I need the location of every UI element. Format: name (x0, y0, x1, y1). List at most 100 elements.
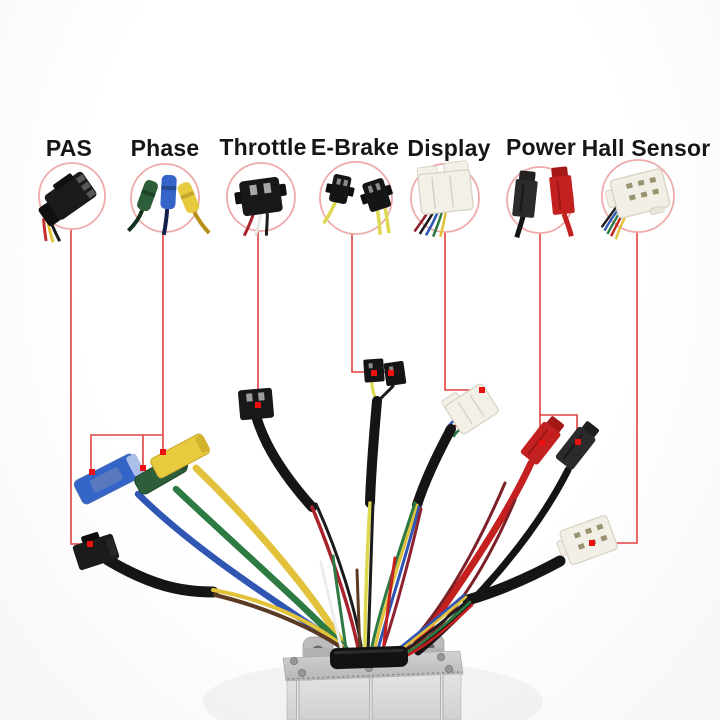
ebrake-right-wire2 (383, 207, 391, 234)
pas-pin-1 (75, 174, 86, 184)
dot-power-black (575, 439, 581, 445)
phase-green-band (141, 188, 156, 198)
circle-pas (38, 162, 106, 230)
ebrake-right-slot1 (367, 185, 374, 194)
display-harness-connector (441, 383, 499, 435)
hall-harness-housing (559, 515, 618, 565)
throttle-pin-slot-1 (249, 184, 258, 196)
display-sleeve (412, 424, 456, 510)
harness-wires (102, 381, 572, 662)
circle-throttle (226, 162, 296, 232)
ebrake-harness-slot-1 (368, 363, 373, 369)
ebrake-harness-plug-2 (383, 360, 407, 387)
ebrake-left-wire (322, 200, 338, 225)
hall-green-lead (403, 600, 472, 656)
display-housing (417, 169, 474, 215)
hall-harness-connector (556, 515, 618, 565)
pas-housing (44, 171, 97, 220)
dot-phase-green (140, 465, 146, 471)
ebrake-left-housing (329, 174, 352, 205)
label-power: Power (505, 134, 577, 160)
dot-hall (589, 540, 595, 546)
ebrake-right-slot2 (375, 182, 382, 191)
label-display: Display (407, 135, 491, 161)
phase-blue-tip (126, 453, 145, 477)
display-connector-closeup (413, 160, 474, 238)
throttle-pin-slot-2 (263, 182, 272, 194)
leader-ebrake (351, 234, 388, 373)
ebrake-black-lead (366, 501, 375, 655)
throttle-housing (239, 176, 283, 217)
ebrake-plug-right (360, 178, 393, 236)
ebrake-right-housing (362, 178, 392, 212)
dot-throttle (255, 402, 261, 408)
display-red-lead (379, 507, 423, 656)
ebrake-plug-left (322, 174, 355, 225)
power-red-wire (561, 213, 574, 237)
dot-ebrake-2 (388, 370, 394, 376)
cable-grommet (329, 645, 409, 670)
phase-blue-inner (89, 467, 123, 493)
display-green-lead (369, 501, 417, 654)
power-plug-red (549, 166, 575, 237)
pas-sleeve (102, 554, 219, 598)
filler-brown-wire (355, 568, 362, 658)
power-red-housing (549, 175, 575, 215)
ebrake-sleeve (365, 396, 382, 508)
leader-hall (595, 232, 638, 544)
power-harness-plug-black (555, 421, 599, 470)
power-harness-black-housing (555, 426, 596, 470)
phase-yellow-band (180, 190, 195, 200)
phase-bullet-blue (160, 174, 177, 236)
pas-wire-red (42, 218, 48, 242)
power-black-housing (512, 179, 538, 218)
hall-pin-holes (625, 176, 660, 201)
dot-phase-blue (89, 469, 95, 475)
marker-dots (87, 370, 595, 547)
pas-harness-face (105, 537, 118, 557)
power-harness-red-tip (546, 416, 564, 434)
throttle-harness-slot2 (258, 392, 265, 401)
label-throttle: Throttle (219, 134, 307, 160)
display-wire-green (431, 212, 443, 238)
hall-wire-black (600, 206, 618, 228)
dot-phase-yellow (160, 449, 166, 455)
label-hall: Hall Sensor (581, 135, 711, 161)
label-phase: Phase (130, 135, 200, 161)
power-harness-red-groove (527, 428, 549, 455)
power-plug-black (512, 170, 538, 238)
throttle-sleeve (252, 414, 317, 512)
pas-boot (38, 201, 62, 227)
dot-pas (87, 541, 93, 547)
throttle-wire-red (242, 213, 255, 237)
hall-bottom-tab (649, 205, 665, 215)
pas-pin-2 (80, 181, 91, 192)
circle-hall (601, 159, 675, 233)
hall-wire-yellow (614, 216, 627, 240)
display-groove-1 (431, 177, 437, 210)
power-harness-black-groove (562, 433, 584, 460)
throttle-wire-white (253, 214, 262, 237)
throttle-red-lead (310, 505, 361, 655)
pas-pin-3 (86, 188, 97, 199)
phase-blue-band (161, 185, 177, 191)
display-groove-2 (449, 175, 454, 208)
ebrake-harness-housing-2 (383, 360, 407, 387)
phase-blue-wire (161, 208, 170, 236)
power-black-tip (518, 170, 536, 183)
grommet-highlight (333, 648, 404, 655)
dot-display (479, 387, 485, 393)
power-connector-closeup (512, 166, 575, 238)
filler-white-wire (319, 560, 345, 657)
phase-green-wire (126, 209, 145, 233)
phase-green-body (137, 180, 158, 212)
hall-sleeve (462, 555, 566, 606)
power-black-wire (514, 215, 526, 238)
pas-connector-closeup (38, 171, 97, 243)
label-ebrake: E-Brake (310, 134, 400, 160)
filler-red-wire (381, 556, 397, 656)
display-blue-lead (375, 505, 421, 655)
controller-body (286, 673, 462, 720)
